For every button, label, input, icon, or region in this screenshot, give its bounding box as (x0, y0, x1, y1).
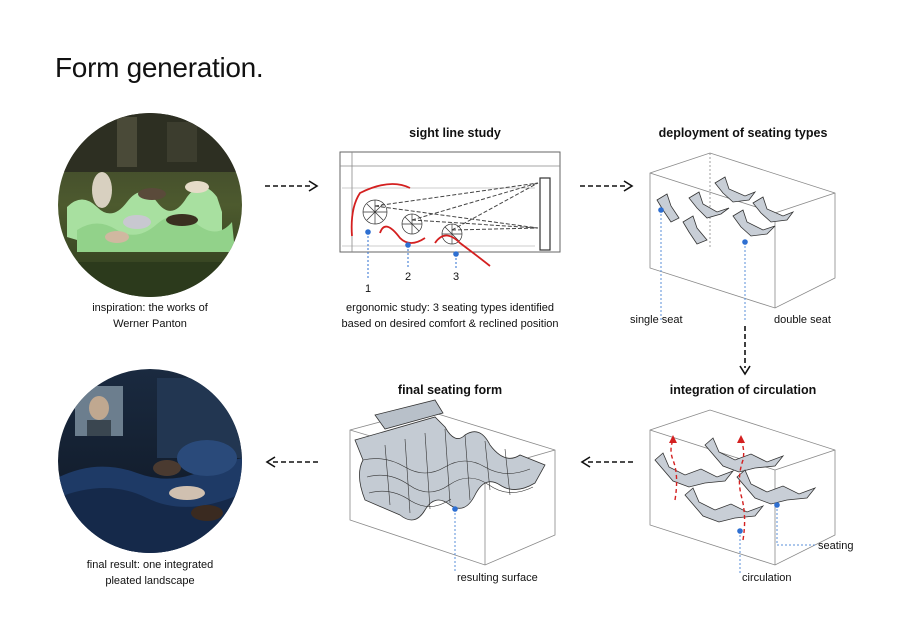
arrow-right-1 (265, 180, 319, 192)
marker-1: 1 (365, 283, 371, 295)
final-form-diagram (349, 399, 556, 573)
sightline-heading: sight line study (409, 126, 501, 140)
final-form-heading: final seating form (397, 383, 503, 397)
arrow-left-1 (580, 456, 634, 468)
seating-label: seating (818, 540, 854, 552)
arrow-right-2 (580, 180, 634, 192)
arrow-left-2 (265, 456, 319, 468)
sightline-caption: ergonomic study: 3 seating types identif… (341, 302, 559, 330)
single-seat-label: single seat (630, 314, 683, 326)
sightline-diagram: 1 2 3 (339, 151, 561, 295)
page-title: Form generation. (55, 52, 264, 83)
final-result-caption: final result: one integrated pleated lan… (86, 559, 214, 587)
circulation-label: circulation (742, 572, 792, 584)
marker-3: 3 (453, 271, 459, 283)
inspiration-photo (58, 113, 242, 297)
resulting-surface-label: resulting surface (457, 572, 538, 584)
circulation-diagram (649, 409, 836, 575)
deployment-diagram (649, 152, 836, 320)
circulation-heading: integration of circulation (669, 383, 817, 397)
deployment-heading: deployment of seating types (658, 126, 828, 140)
marker-2: 2 (405, 271, 411, 283)
inspiration-caption: inspiration: the works of Werner Panton (92, 302, 208, 330)
double-seat-label: double seat (774, 314, 831, 326)
final-result-photo (58, 369, 242, 553)
arrow-down (739, 326, 751, 376)
